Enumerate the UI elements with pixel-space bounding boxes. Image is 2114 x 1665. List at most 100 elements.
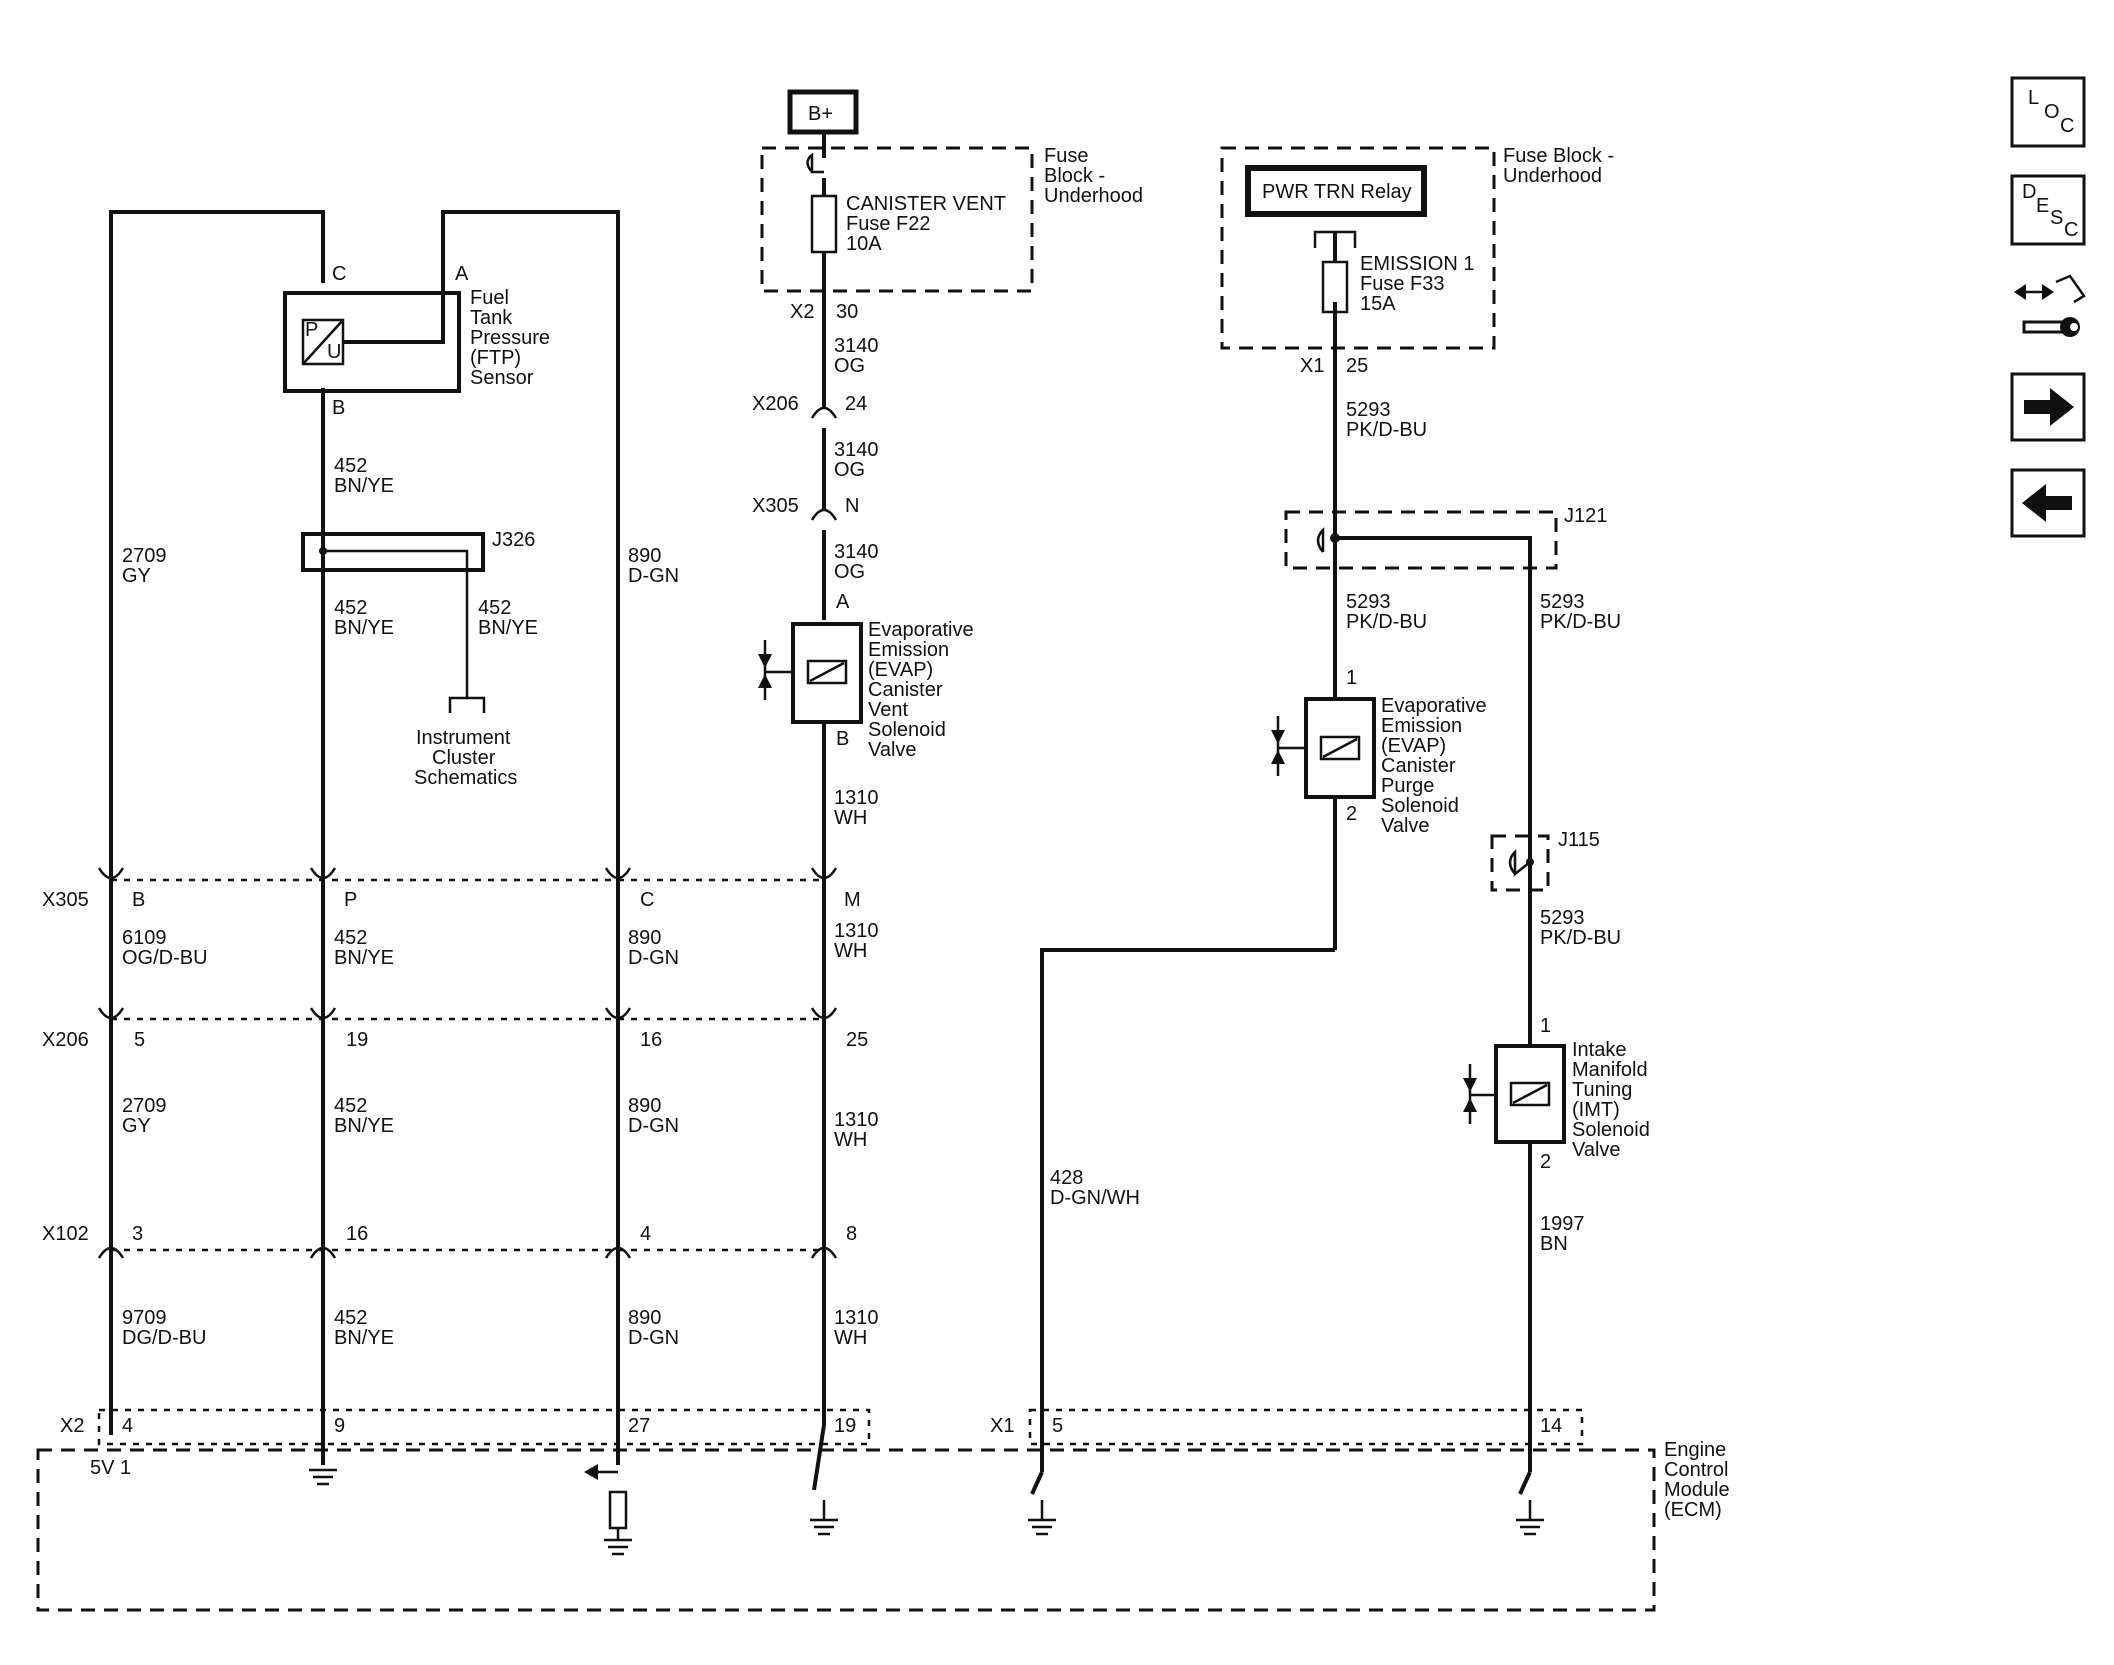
svg-text:890: 890 bbox=[628, 927, 661, 949]
svg-text:PK/D-BU: PK/D-BU bbox=[1346, 611, 1427, 633]
svg-text:B: B bbox=[836, 728, 849, 750]
svg-text:27: 27 bbox=[628, 1415, 650, 1437]
svg-text:A: A bbox=[455, 263, 469, 285]
svg-text:Valve: Valve bbox=[1572, 1139, 1621, 1161]
svg-text:GY: GY bbox=[122, 565, 151, 587]
svg-text:890: 890 bbox=[628, 1095, 661, 1117]
svg-text:J121: J121 bbox=[1564, 505, 1607, 527]
svg-text:Manifold: Manifold bbox=[1572, 1059, 1648, 1081]
battery-supply-box bbox=[787, 89, 859, 135]
svg-text:16: 16 bbox=[346, 1223, 368, 1245]
arrow-right-icon bbox=[2024, 388, 2074, 426]
splice-j326-box bbox=[301, 532, 485, 572]
svg-text:5293: 5293 bbox=[1346, 591, 1391, 613]
ecm-box bbox=[36, 1408, 1656, 1612]
svg-text:Purge: Purge bbox=[1381, 775, 1434, 797]
svg-text:P: P bbox=[305, 319, 318, 341]
svg-text:E: E bbox=[2036, 195, 2049, 217]
fuse-block-right-label: Fuse Block - bbox=[1503, 145, 1614, 167]
labels: B+ Fuse Block - Underhood Fuse Block - U… bbox=[42, 103, 1730, 1521]
svg-text:BN/YE: BN/YE bbox=[334, 475, 394, 497]
svg-text:U: U bbox=[327, 341, 341, 363]
bplus-label: B+ bbox=[808, 103, 833, 125]
svg-text:1310: 1310 bbox=[834, 920, 879, 942]
splice-j115 bbox=[1490, 834, 1550, 892]
svg-text:5293: 5293 bbox=[1540, 591, 1585, 613]
svg-text:GY: GY bbox=[122, 1115, 151, 1137]
svg-text:PK/D-BU: PK/D-BU bbox=[1540, 611, 1621, 633]
svg-text:BN/YE: BN/YE bbox=[334, 1115, 394, 1137]
svg-text:Emission: Emission bbox=[1381, 715, 1462, 737]
svg-text:C: C bbox=[640, 889, 654, 911]
svg-text:452: 452 bbox=[334, 455, 367, 477]
svg-text:X102: X102 bbox=[42, 1223, 89, 1245]
svg-text:3140: 3140 bbox=[834, 541, 879, 563]
svg-text:A: A bbox=[836, 591, 850, 613]
evap-purge-label: Evaporative bbox=[1381, 695, 1487, 717]
svg-text:Fuse F22: Fuse F22 bbox=[846, 213, 930, 235]
evap-vent-solenoid bbox=[758, 622, 863, 724]
connector-wrench-icon[interactable] bbox=[2014, 274, 2086, 337]
svg-text:452: 452 bbox=[478, 597, 511, 619]
svg-text:Valve: Valve bbox=[868, 739, 917, 761]
svg-text:P: P bbox=[344, 889, 357, 911]
svg-text:9: 9 bbox=[334, 1415, 345, 1437]
svg-text:452: 452 bbox=[334, 1095, 367, 1117]
svg-text:Vent: Vent bbox=[868, 699, 908, 721]
svg-text:D-GN: D-GN bbox=[628, 1327, 679, 1349]
cluster-label: Instrument bbox=[416, 727, 511, 749]
svg-text:D-GN: D-GN bbox=[628, 947, 679, 969]
svg-text:24: 24 bbox=[845, 393, 867, 415]
svg-text:N: N bbox=[845, 495, 859, 517]
svg-text:PK/D-BU: PK/D-BU bbox=[1540, 927, 1621, 949]
svg-text:BN/YE: BN/YE bbox=[334, 947, 394, 969]
svg-text:25: 25 bbox=[846, 1029, 868, 1051]
svg-text:1997: 1997 bbox=[1540, 1213, 1585, 1235]
svg-text:B: B bbox=[132, 889, 145, 911]
svg-text:Tuning: Tuning bbox=[1572, 1079, 1632, 1101]
svg-text:X1: X1 bbox=[990, 1415, 1014, 1437]
svg-text:OG: OG bbox=[834, 459, 865, 481]
svg-text:OG/D-BU: OG/D-BU bbox=[122, 947, 208, 969]
svg-text:3140: 3140 bbox=[834, 439, 879, 461]
svg-text:D: D bbox=[2022, 181, 2036, 203]
ecm-label: Engine bbox=[1664, 1439, 1726, 1461]
loc-button[interactable]: L O C bbox=[2010, 76, 2086, 148]
svg-text:1310: 1310 bbox=[834, 1307, 879, 1329]
svg-text:4: 4 bbox=[640, 1223, 651, 1245]
svg-text:Emission: Emission bbox=[868, 639, 949, 661]
svg-text:BN/YE: BN/YE bbox=[478, 617, 538, 639]
svg-text:S: S bbox=[2050, 207, 2063, 229]
svg-text:D-GN: D-GN bbox=[628, 1115, 679, 1137]
svg-text:2: 2 bbox=[1346, 803, 1357, 825]
svg-text:BN/YE: BN/YE bbox=[334, 617, 394, 639]
desc-button[interactable]: D E S C bbox=[2010, 174, 2086, 246]
svg-text:452: 452 bbox=[334, 927, 367, 949]
svg-text:30: 30 bbox=[836, 301, 858, 323]
svg-text:890: 890 bbox=[628, 545, 661, 567]
imt-solenoid bbox=[1463, 1044, 1566, 1144]
svg-text:Underhood: Underhood bbox=[1503, 165, 1602, 187]
splice-j121 bbox=[1284, 510, 1558, 570]
svg-text:5293: 5293 bbox=[1540, 907, 1585, 929]
svg-text:5V 1: 5V 1 bbox=[90, 1457, 131, 1479]
previous-page-button[interactable] bbox=[2010, 468, 2086, 538]
svg-text:1310: 1310 bbox=[834, 787, 879, 809]
svg-text:D-GN/WH: D-GN/WH bbox=[1050, 1187, 1140, 1209]
next-page-button[interactable] bbox=[2010, 372, 2086, 442]
svg-text:2709: 2709 bbox=[122, 1095, 167, 1117]
evap-vent-label: Evaporative bbox=[868, 619, 974, 641]
svg-text:X206: X206 bbox=[42, 1029, 89, 1051]
svg-text:(IMT): (IMT) bbox=[1572, 1099, 1620, 1121]
svg-text:Solenoid: Solenoid bbox=[868, 719, 946, 741]
svg-text:BN/YE: BN/YE bbox=[334, 1327, 394, 1349]
svg-text:L: L bbox=[2028, 87, 2039, 109]
svg-text:Sensor: Sensor bbox=[470, 367, 534, 389]
svg-text:(ECM): (ECM) bbox=[1664, 1499, 1722, 1521]
svg-text:890: 890 bbox=[628, 1307, 661, 1329]
svg-text:9709: 9709 bbox=[122, 1307, 167, 1329]
relay-label: PWR TRN Relay bbox=[1262, 181, 1412, 203]
svg-text:Underhood: Underhood bbox=[1044, 185, 1143, 207]
svg-text:15A: 15A bbox=[1360, 293, 1396, 315]
ftp-sensor-label: Fuel bbox=[470, 287, 509, 309]
